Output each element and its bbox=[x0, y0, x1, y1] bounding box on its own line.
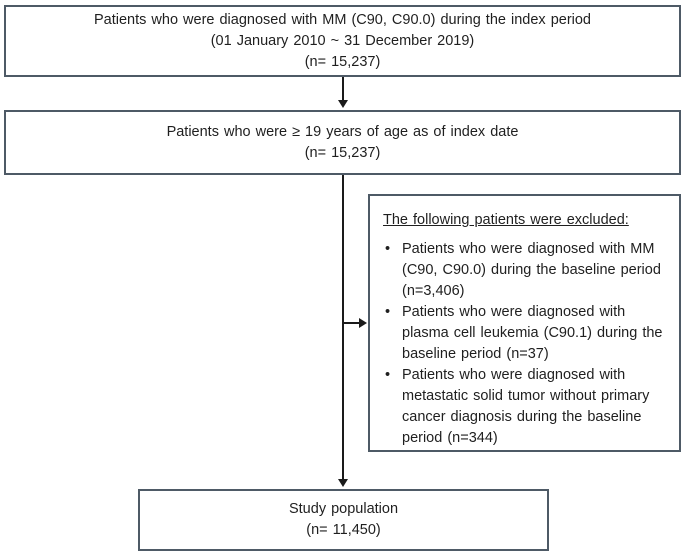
exclusion-list: • Patients who were diagnosed with MM (C… bbox=[383, 239, 673, 449]
exclusion-item-text: Patients who were diagnosed with metasta… bbox=[402, 367, 650, 446]
arrow-line-box2-to-study-population bbox=[342, 175, 344, 480]
bullet-icon: • bbox=[385, 367, 391, 383]
exclusion-list-item: • Patients who were diagnosed with plasm… bbox=[383, 302, 673, 365]
flow-box-text-line: Patients who were diagnosed with MM (C90… bbox=[93, 11, 591, 28]
exclusion-list-item: • Patients who were diagnosed with metas… bbox=[383, 365, 673, 449]
arrow-line-box1-to-box2 bbox=[342, 77, 344, 102]
flow-box-text-line: (01 January 2010 ~ 31 December 2019) bbox=[210, 32, 475, 49]
flow-box-text-line: (n= 15,237) bbox=[304, 53, 381, 70]
arrow-line-branch-to-exclusion bbox=[343, 322, 360, 324]
exclusion-item-text: Patients who were diagnosed with MM (C90… bbox=[402, 241, 661, 299]
bullet-icon: • bbox=[385, 241, 391, 257]
bullet-icon: • bbox=[385, 304, 391, 320]
flow-box-exclusions: The following patients were excluded: • … bbox=[368, 194, 681, 452]
exclusion-item-text: Patients who were diagnosed with plasma … bbox=[402, 304, 663, 362]
flow-box-text-line: Patients who were ≥ 19 years of age as o… bbox=[166, 123, 519, 140]
arrowhead-down-icon bbox=[338, 479, 348, 487]
exclusion-title: The following patients were excluded: bbox=[383, 212, 629, 228]
flow-box-age-filter: Patients who were ≥ 19 years of age as o… bbox=[4, 110, 681, 175]
flow-box-text-line: Study population bbox=[288, 501, 399, 517]
arrowhead-down-icon bbox=[338, 100, 348, 108]
flow-box-study-population: Study population (n= 11,450) bbox=[138, 489, 549, 551]
exclusion-list-item: • Patients who were diagnosed with MM (C… bbox=[383, 239, 673, 302]
arrowhead-right-icon bbox=[359, 318, 367, 328]
flow-box-index-period: Patients who were diagnosed with MM (C90… bbox=[4, 5, 681, 77]
flow-box-text-line: (n= 11,450) bbox=[306, 522, 381, 538]
flow-box-text-line: (n= 15,237) bbox=[304, 144, 381, 161]
